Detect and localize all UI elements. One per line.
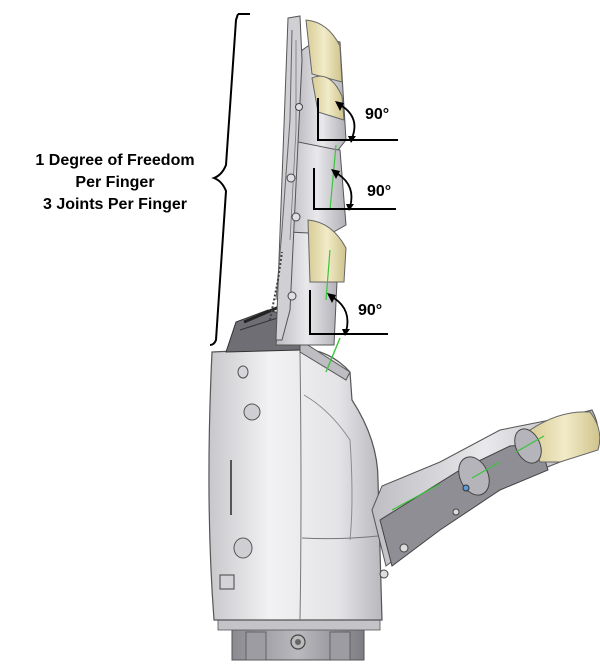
angle-label-3: 90° (358, 302, 383, 319)
angled-finger (371, 409, 600, 579)
tendon (329, 144, 337, 211)
joint-angle-indicator-3 (309, 290, 388, 336)
dof-caption-line1: 1 Degree of Freedom (35, 152, 195, 169)
joint-pin (286, 173, 296, 183)
tendon (325, 337, 341, 373)
palm-body (208, 347, 383, 621)
fingertip-pad-angled (529, 411, 600, 463)
tendon (515, 435, 545, 453)
joint-angle-indicator-1 (317, 98, 398, 143)
tendon (471, 461, 501, 479)
joint-pin (295, 103, 303, 111)
joint-angle-indicator-2 (313, 168, 396, 211)
joint-pin (291, 212, 301, 222)
tendon (325, 249, 331, 301)
dof-caption: 1 Degree of Freedom Per Finger 3 Joints … (20, 150, 210, 216)
tendon (391, 483, 441, 511)
joint-pin (287, 291, 297, 301)
angle-label-1: 90° (365, 106, 390, 123)
angle-label-2: 90° (367, 183, 392, 200)
fingertip-pad (305, 19, 343, 83)
dof-caption-line2: Per Finger (75, 174, 155, 191)
vertical-finger (269, 15, 347, 373)
finger-bracket (209, 13, 250, 346)
wrist-mount (217, 619, 381, 661)
dof-caption-line3: 3 Joints Per Finger (42, 196, 188, 213)
